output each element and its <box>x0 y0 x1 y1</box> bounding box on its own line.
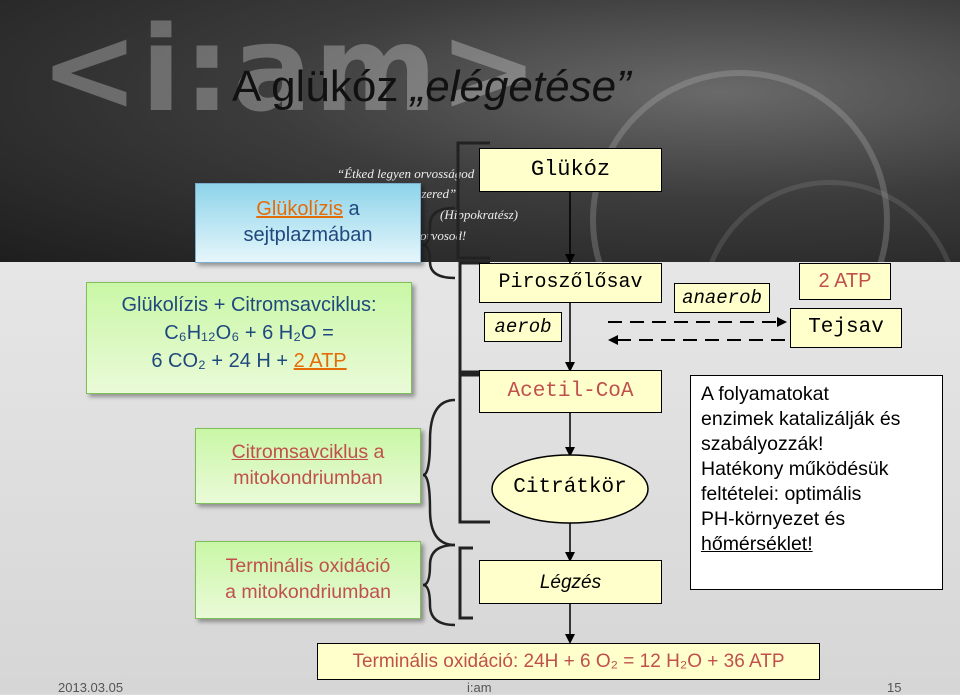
anaerobic-label: anaerob <box>674 283 770 313</box>
info-line: A folyamatokat <box>701 383 829 405</box>
summary-line3: 6 CO₂ + 24 H + 2 ATP <box>87 347 411 375</box>
glucose-box: Glükóz <box>479 148 662 192</box>
footer-center: i:am <box>467 680 492 695</box>
quote-line: “Étked legyen orvosságod <box>337 166 475 181</box>
acetyl-coa-box: Acetil-CoA <box>479 370 662 413</box>
info-line: Hatékony működésük <box>701 458 889 480</box>
terminal-oxidation-equation: Terminális oxidáció: 24H + 6 O₂ = 12 H₂O… <box>317 643 820 680</box>
pyruvate-box: Piroszőlősav <box>479 263 662 303</box>
atp-box: 2 ATP <box>799 263 891 300</box>
info-line: hőmérséklet! <box>701 533 813 555</box>
glycolysis-box: Glükolízis a sejtplazmában <box>195 183 421 263</box>
info-line: PH-környezet és <box>701 508 846 530</box>
summary-line1: Glükolízis + Citromsavciklus: <box>121 294 377 316</box>
citric-label: Citromsavciklus <box>231 441 369 463</box>
citric-location: mitokondriumban <box>233 467 383 489</box>
summary-equation-box: Glükolízis + Citromsavciklus: C₆H₁₂O₆ + … <box>86 282 412 394</box>
glycolysis-label: Glükolízis <box>256 198 343 220</box>
summary-atp: 2 ATP <box>293 350 347 372</box>
aerobic-label: aerob <box>484 312 562 342</box>
info-line: feltételei: optimális <box>701 483 862 505</box>
summary-line3-text: 6 CO₂ + 24 H + <box>151 350 294 372</box>
citric-suffix: a <box>368 441 385 463</box>
citrate-cycle-label: Citrátkör <box>513 476 627 499</box>
terminal-oxidation-box: Terminális oxidáció a mitokondriumban <box>195 541 421 619</box>
terminal-line2: a mitokondriumban <box>225 581 391 603</box>
citric-acid-cycle-box: Citromsavciklus a mitokondriumban <box>195 428 421 504</box>
glycolysis-location: sejtplazmában <box>243 224 373 246</box>
summary-line2: C₆H₁₂O₆ + 6 H₂O = <box>164 322 334 344</box>
terminal-line1: Terminális oxidáció <box>225 555 391 577</box>
footer-page-number: 15 <box>887 680 902 695</box>
enzyme-info-box: A folyamatokat enzimek katalizálják és s… <box>690 375 943 590</box>
lactate-box: Tejsav <box>790 308 902 348</box>
glycolysis-suffix: a <box>343 198 360 220</box>
iam-logo: <i:am> <box>40 0 540 138</box>
quote-line: orvosod! <box>420 228 467 243</box>
info-line: enzimek katalizálják és <box>701 408 901 430</box>
footer-date: 2013.03.05 <box>58 680 124 695</box>
respiration-box: Légzés <box>479 560 662 604</box>
slide-title: A glükóz „elégetése” <box>232 62 631 111</box>
info-line: szabályozzák! <box>701 433 824 455</box>
